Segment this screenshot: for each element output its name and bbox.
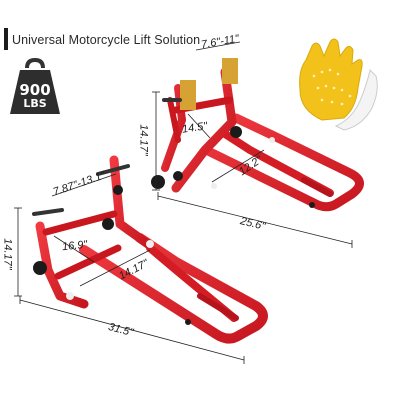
gloves-icon	[299, 38, 378, 131]
rear-dimension-lines	[152, 41, 353, 248]
rear-height-label: 14.17"	[137, 124, 150, 156]
cradle-left	[180, 80, 196, 110]
weight-value: 900	[19, 81, 51, 99]
weight-unit: LBS	[23, 97, 47, 110]
cradle-right	[222, 58, 238, 84]
front-height-label: 14.17"	[1, 238, 14, 270]
front-dimension-lines	[14, 173, 245, 364]
header-accent-bar	[4, 28, 8, 50]
front-stand	[32, 155, 268, 344]
page-title: Universal Motorcycle Lift Solution	[12, 33, 201, 47]
weight-icon	[10, 57, 60, 114]
rear-stand	[151, 58, 364, 212]
